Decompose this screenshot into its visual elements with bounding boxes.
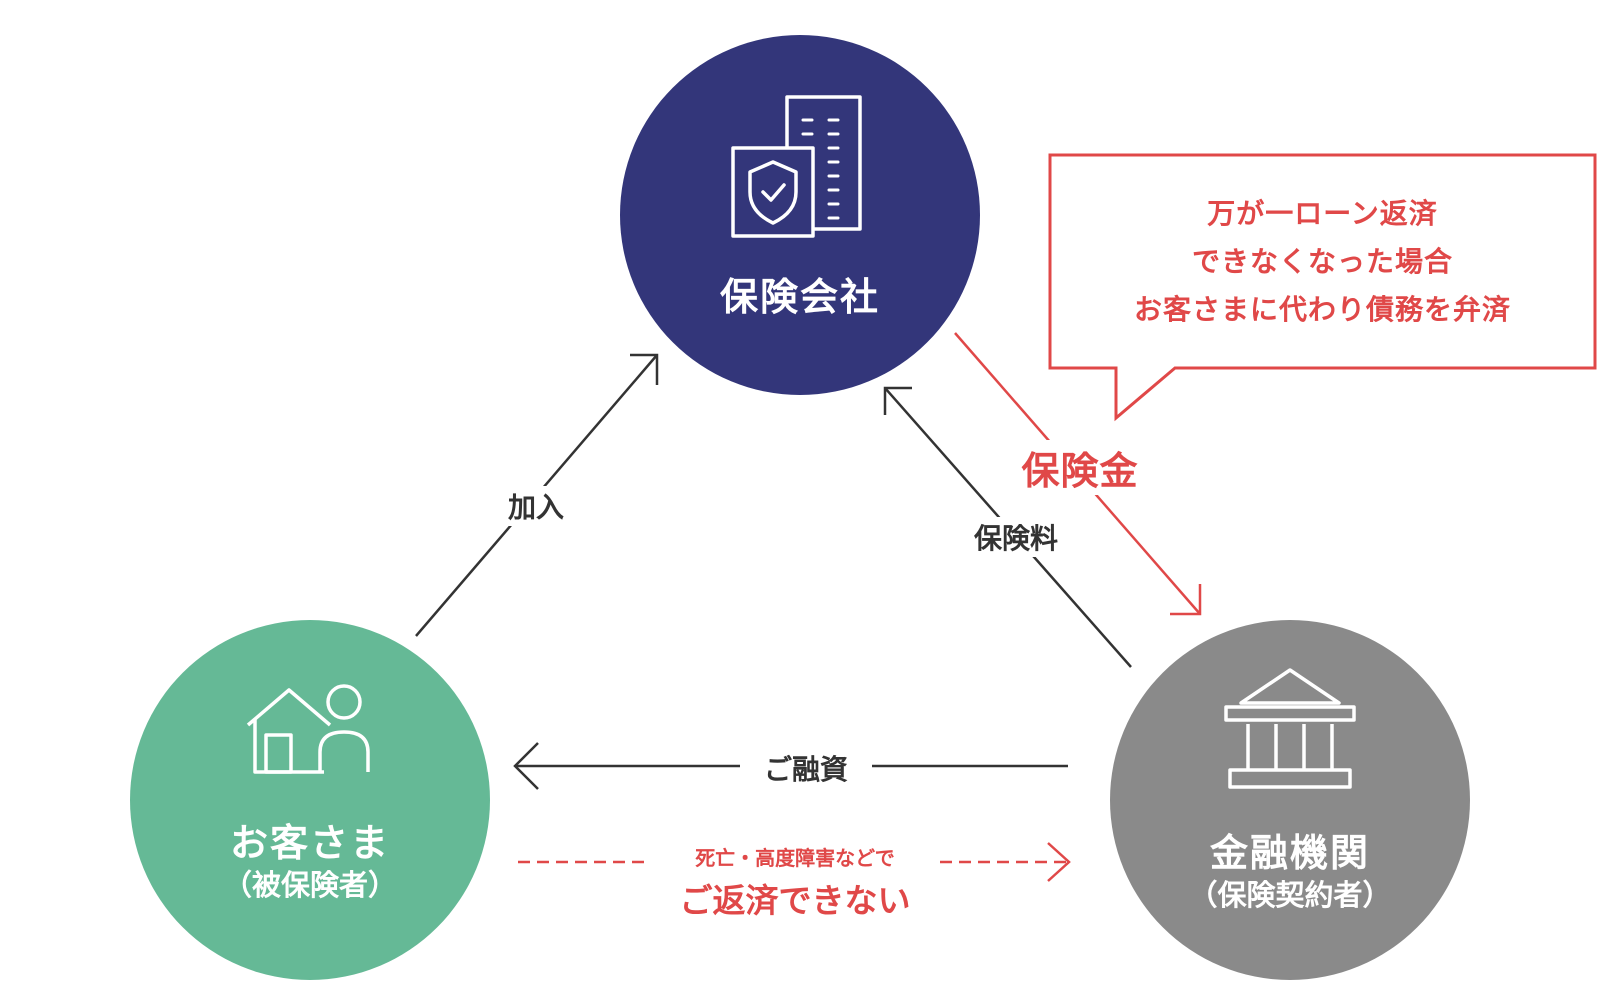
default-dashed-arrow — [518, 842, 1071, 882]
payout-label: 保険金 — [1010, 440, 1150, 495]
bank-node — [1110, 620, 1470, 980]
bank-title: 金融機関 — [1209, 831, 1370, 875]
insurance-building-icon — [731, 95, 862, 238]
bank-subtitle: （保険契約者） — [1188, 878, 1392, 912]
insurer-title: 保険会社 — [719, 275, 880, 319]
bank-icon — [1224, 668, 1356, 789]
callout-line: お客さまに代わり債務を弁済 — [1133, 293, 1511, 326]
default-main-label: ご返済できない — [679, 881, 911, 920]
callout-line: 万が一ローン返済 — [1207, 197, 1438, 230]
loan-label: ご融資 — [740, 748, 872, 788]
callout-line: できなくなった場合 — [1191, 245, 1453, 278]
callout-text: 万が一ローン返済 できなくなった場合 お客さまに代わり債務を弁済 — [1060, 190, 1585, 334]
customer-node — [130, 620, 490, 980]
callout-bubble — [1048, 153, 1597, 422]
join-label: 加入 — [485, 486, 587, 526]
customer-subtitle: （被保険者） — [222, 868, 397, 902]
default-small-label: 死亡・高度障害などで — [695, 846, 895, 870]
premium-label: 保険料 — [950, 517, 1082, 557]
house-person-icon — [246, 684, 370, 774]
customer-title: お客さま — [229, 821, 390, 865]
